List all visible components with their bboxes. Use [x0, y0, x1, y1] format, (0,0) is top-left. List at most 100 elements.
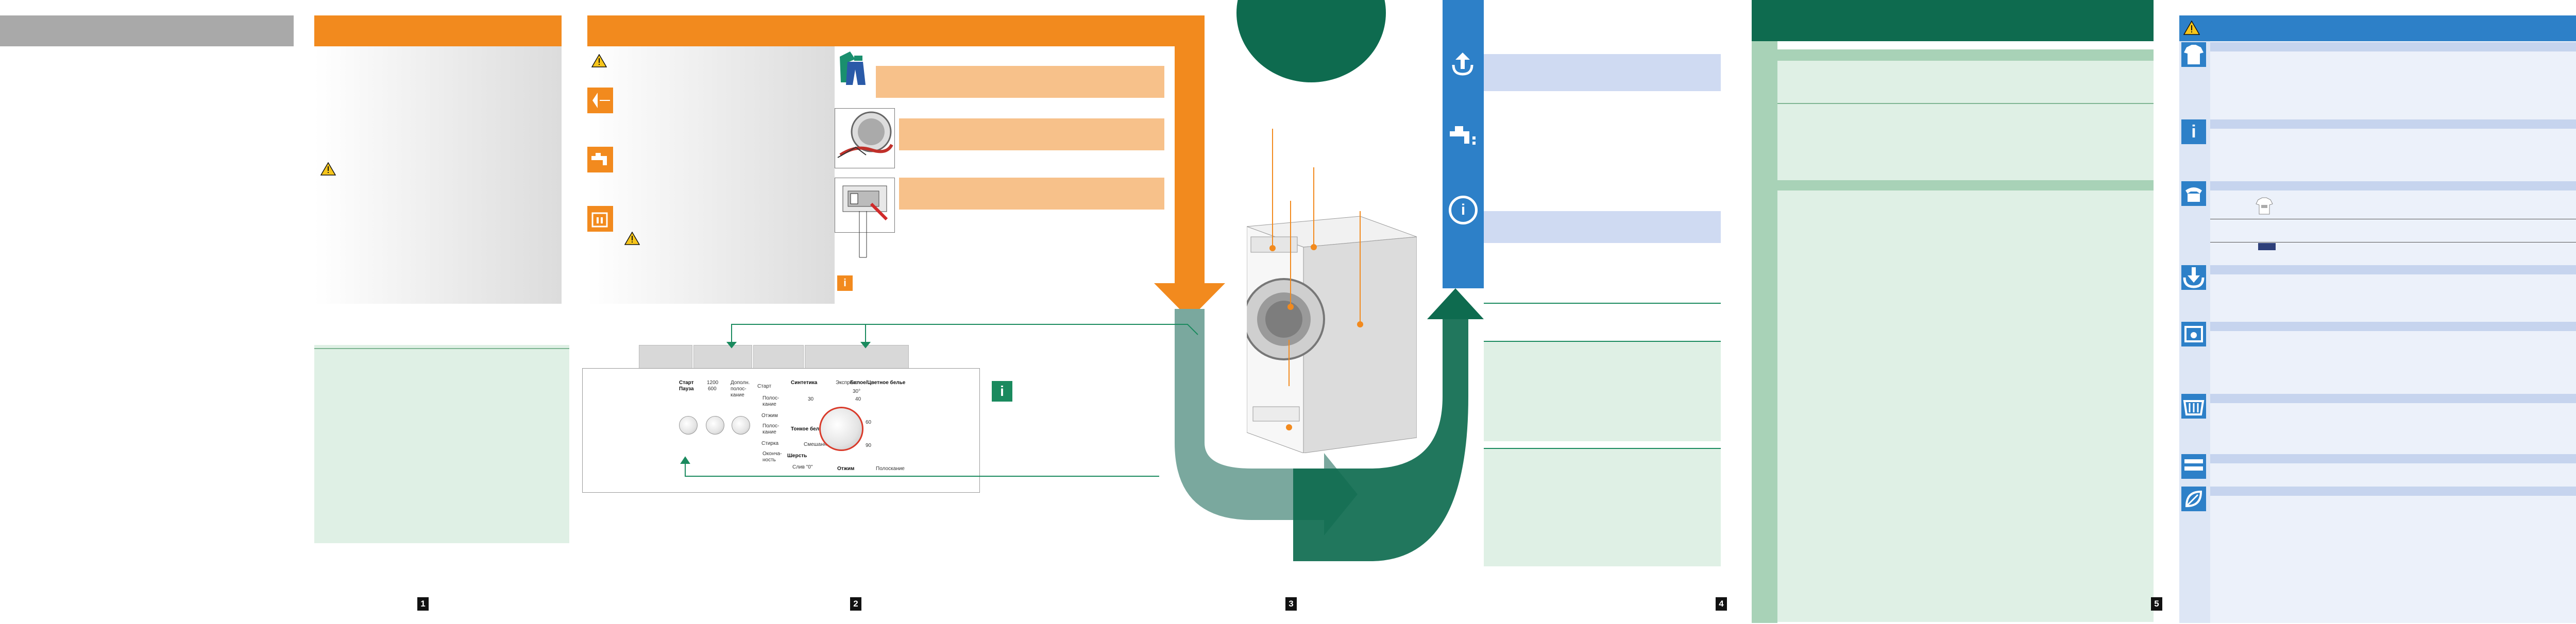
page5-header [1752, 0, 2154, 41]
page2-info-panel [314, 345, 569, 543]
detergent-icon [587, 88, 613, 113]
warning-icon [624, 232, 640, 245]
step-bar-1 [876, 66, 1164, 98]
page1-grey-bar [0, 15, 294, 46]
drawer-image [835, 178, 895, 233]
prog-quick: Экспресс [836, 380, 858, 386]
page4-blue-column [1443, 0, 1484, 288]
page-number-5: 5 [2151, 597, 2162, 611]
page-number-3: 3 [1285, 597, 1297, 611]
page-number-1: 1 [417, 597, 429, 611]
prog-spin: Отжим [837, 466, 855, 472]
start-pause-button[interactable] [679, 416, 698, 435]
washing-icon [2181, 322, 2206, 346]
page6-panel [2210, 41, 2576, 623]
page5-rule-1 [1777, 103, 2154, 104]
flow-arrows [1154, 15, 1484, 561]
page6-band-2 [2210, 119, 2576, 129]
status-drain2: кание [762, 429, 776, 435]
info-icon: i [992, 381, 1012, 402]
temp-30: 30 [808, 396, 814, 402]
page4-green-panel-1 [1484, 341, 1721, 441]
page2-divider [314, 348, 569, 349]
page4-blue-panel-2 [1484, 211, 1721, 243]
temp-60: 60 [866, 420, 872, 425]
program-dial[interactable] [819, 407, 863, 451]
laundry-sorting-image [835, 46, 871, 93]
status-end2: ность [762, 457, 776, 463]
page3-orange-header [587, 15, 1195, 46]
page5-band-2 [1777, 180, 2154, 190]
transport-bolts-icon [587, 206, 613, 232]
step-bar-3 [899, 178, 1164, 210]
step-bar-2 [899, 118, 1164, 150]
start-label: Старт [679, 380, 694, 386]
page6-band-8 [2210, 487, 2576, 496]
warning-icon [320, 162, 336, 176]
page4-rule-3 [1484, 448, 1721, 449]
status-start: Старт [757, 384, 772, 389]
page4-blue-panel-1 [1484, 54, 1721, 91]
warning-icon [591, 54, 607, 67]
page6-band-6 [2210, 394, 2576, 403]
page2-gradient-panel [314, 46, 562, 304]
info-icon: i [837, 275, 853, 291]
extra-sub2: кание [731, 392, 744, 398]
step-connector-lines [855, 211, 876, 263]
pause-label: Пауза [679, 386, 694, 392]
upload-icon [1450, 51, 1475, 76]
warning-icon [2183, 21, 2200, 35]
washing-machine-image [1243, 211, 1417, 454]
status-spin: Отжим [761, 413, 778, 419]
spin-sub: 600 [708, 386, 717, 392]
eco-leaf-icon [2181, 487, 2206, 511]
info-circle-icon: i [1449, 196, 1478, 224]
prog-rinse: Полоскание [876, 466, 905, 472]
page6-band-4 [2210, 265, 2576, 274]
phone-icon [2181, 181, 2206, 206]
storage-icon [2181, 454, 2206, 479]
callout-lines [1247, 118, 1417, 427]
extra-sub1: полос- [731, 386, 747, 392]
panel-pointer-lines [680, 324, 1198, 477]
status-dry: Стирка [761, 441, 779, 446]
page4-rule-1 [1484, 303, 1721, 304]
control-panel [582, 368, 980, 493]
temp-90: 90 [866, 443, 872, 448]
page3-gradient-panel [587, 46, 835, 304]
page6-band-7 [2210, 454, 2576, 463]
extra-rinse-button[interactable] [732, 416, 750, 435]
page5-panel [1777, 61, 2154, 622]
page4-rule-2 [1484, 341, 1721, 342]
status-drain1: Полос- [762, 423, 779, 429]
prog-drain: Слив "0" [792, 464, 813, 470]
prog-mix: Смешанное [804, 442, 833, 447]
status-end1: Оконча- [762, 451, 782, 457]
page5-left-strip [1752, 41, 1777, 623]
download-icon [2181, 265, 2206, 290]
prog-synthetic: Синтетика [791, 380, 818, 386]
prog-delicate: Тонкое белье [791, 426, 825, 432]
prog-wool: Шерсть [787, 453, 807, 459]
shirt-care-label-image [2254, 196, 2275, 216]
extra-label: Дополн. [731, 380, 750, 386]
info-icon: i [2181, 119, 2206, 144]
page4-green-panel-2 [1484, 448, 1721, 566]
care-label-tag [2258, 243, 2276, 250]
shirt-icon [2181, 42, 2206, 67]
page-number-2: 2 [850, 597, 861, 611]
page5-band-1 [1777, 49, 2154, 61]
temp-40: 40 [855, 396, 861, 402]
prog-whites: Белое/Цветное белье [850, 380, 906, 386]
page6-band-5 [2210, 322, 2576, 331]
page6-band-1 [2210, 42, 2576, 51]
spin-speed-button[interactable] [706, 416, 724, 435]
status-rinse2: кание [762, 402, 776, 407]
status-rinse1: Полос- [762, 395, 779, 401]
spin-label: 1200 [707, 380, 719, 386]
temp-cold: 30° [853, 389, 861, 394]
basket-icon [2181, 394, 2206, 419]
page6-header [2179, 15, 2576, 41]
tap-icon [587, 147, 613, 172]
page6-band-3 [2210, 181, 2576, 190]
